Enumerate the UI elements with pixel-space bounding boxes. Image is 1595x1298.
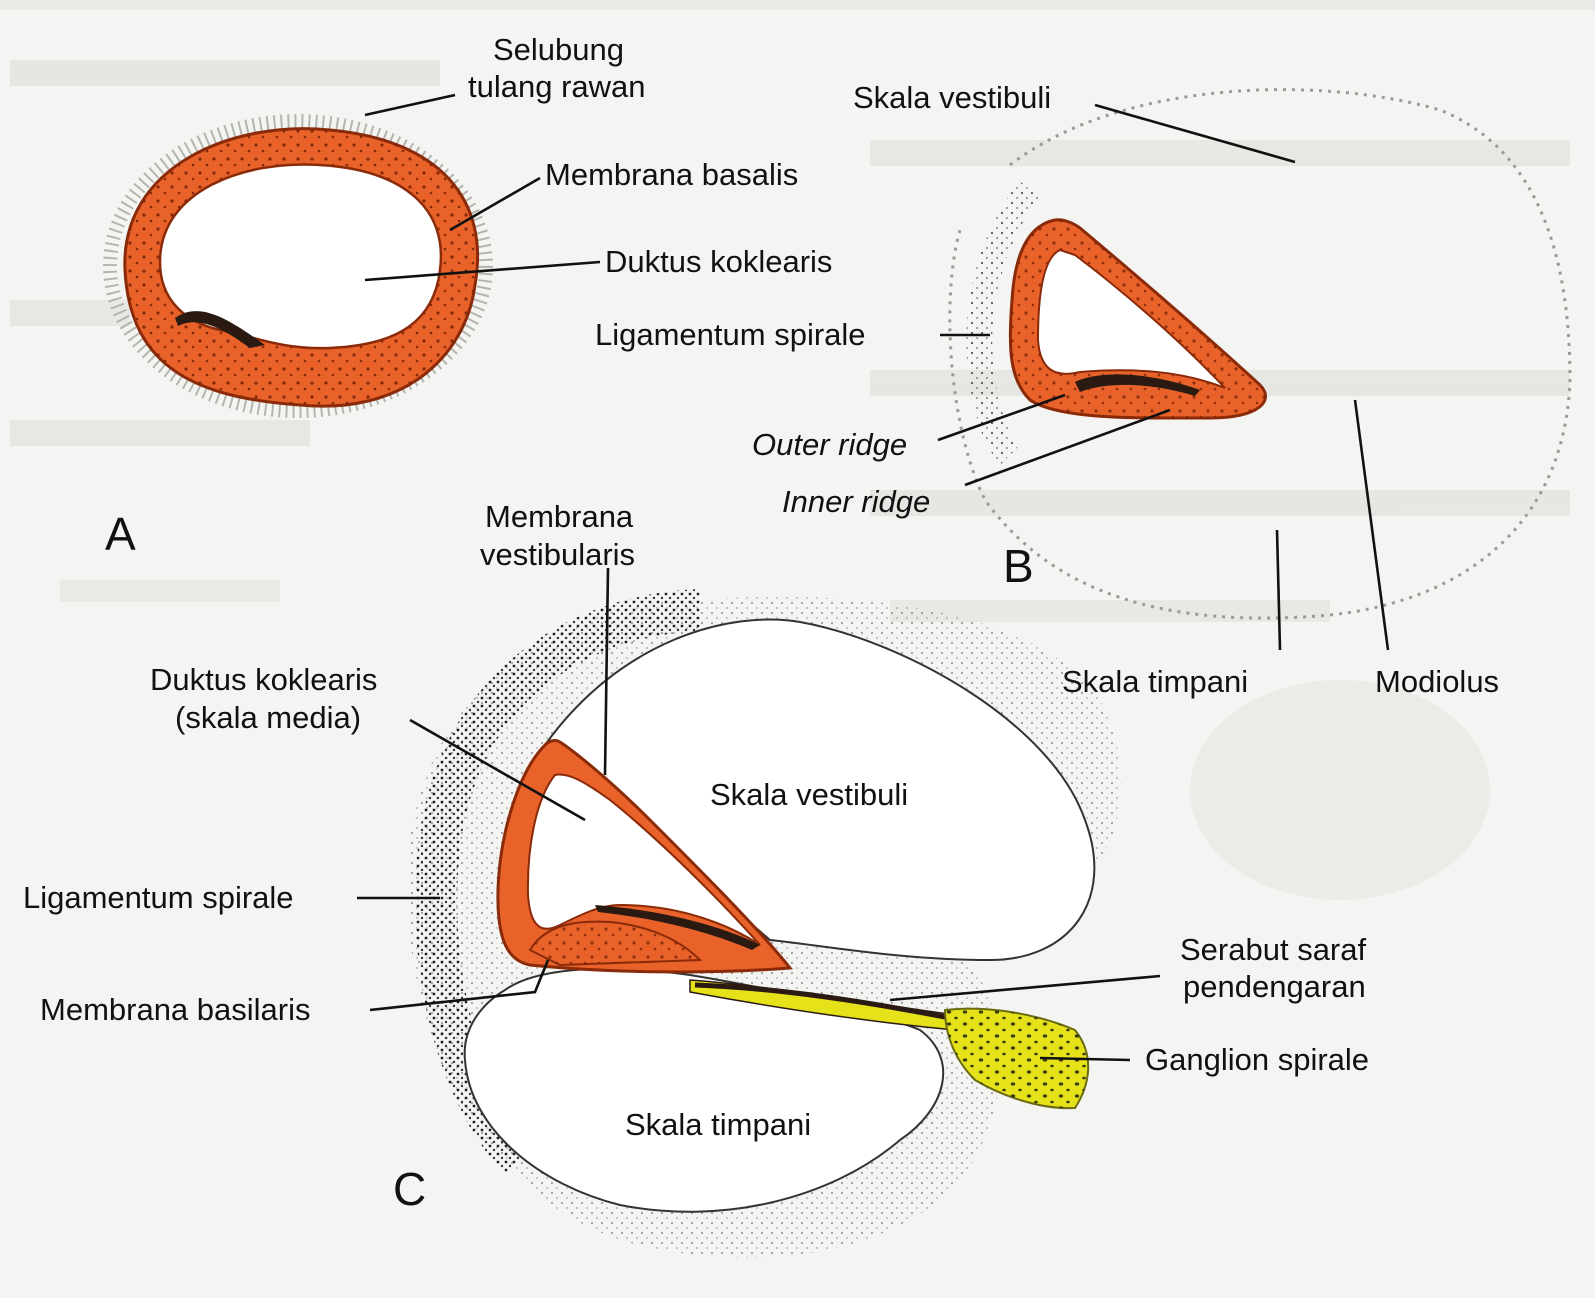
label-c-membrana-vestibularis-line1: Membrana (485, 499, 634, 534)
panel-b-duktus-koklearis (1010, 220, 1265, 418)
leader-b-skala-timpani (1277, 530, 1280, 650)
leader-a-selubung (365, 95, 455, 115)
label-c-ligamentum-spirale: Ligamentum spirale (23, 880, 294, 915)
label-b-modiolus: Modiolus (1375, 664, 1499, 699)
label-b-skala-vestibuli: Skala vestibuli (853, 80, 1051, 115)
label-b-inner-ridge: Inner ridge (782, 484, 930, 519)
leader-b-modiolus (1355, 400, 1388, 650)
label-c-ganglion-spirale: Ganglion spirale (1145, 1042, 1369, 1077)
label-a-selubung-line2: tulang rawan (468, 69, 646, 104)
label-c-duktus-line1: Duktus koklearis (150, 662, 377, 697)
label-c-skala-vestibuli: Skala vestibuli (710, 777, 908, 812)
panel-a: Selubung tulang rawan Membrana basalis D… (105, 32, 832, 560)
label-c-membrana-basilaris: Membrana basilaris (40, 992, 311, 1027)
label-c-serabut-line2: pendengaran (1183, 969, 1366, 1004)
label-b-outer-ridge: Outer ridge (752, 427, 907, 462)
label-a-selubung-line1: Selubung (493, 32, 624, 67)
panel-label-c: C (393, 1163, 426, 1215)
label-a-duktus-koklearis: Duktus koklearis (605, 244, 832, 279)
label-b-ligamentum-spirale: Ligamentum spirale (595, 317, 866, 352)
label-a-membrana-basalis: Membrana basalis (545, 157, 798, 192)
panel-label-b: B (1003, 540, 1034, 592)
label-c-membrana-vestibularis-line2: vestibularis (480, 537, 635, 572)
label-c-serabut-line1: Serabut saraf (1180, 932, 1366, 967)
panel-label-a: A (105, 508, 136, 560)
label-c-duktus-line2: (skala media) (175, 700, 361, 735)
label-c-skala-timpani: Skala timpani (625, 1107, 811, 1142)
